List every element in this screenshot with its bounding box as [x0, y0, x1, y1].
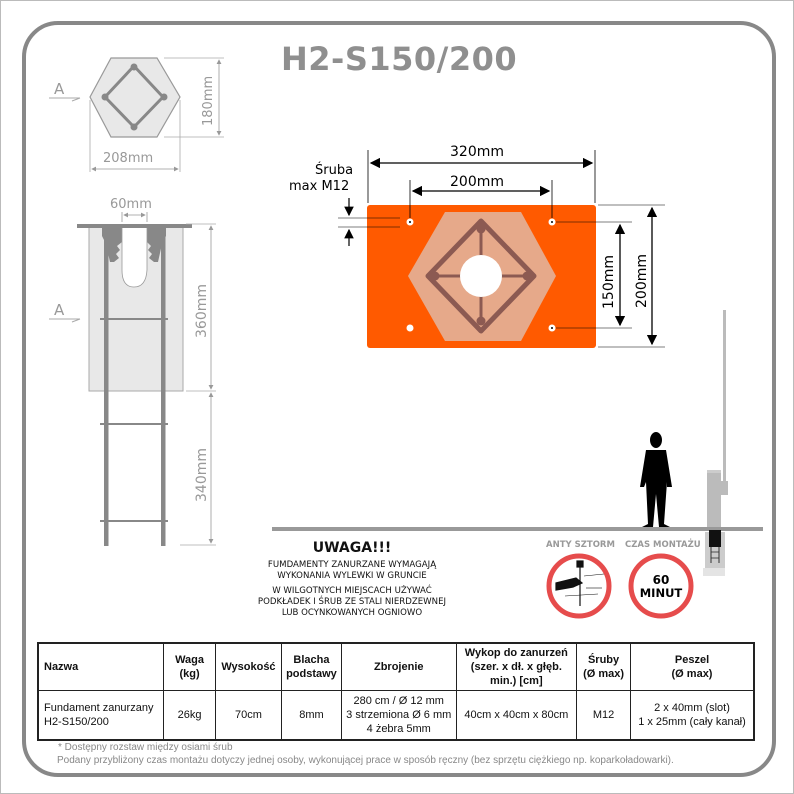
rounded-frame	[22, 21, 776, 777]
warning-line: LUB OCYNKOWANYCH OGNIOWO	[281, 608, 423, 618]
section-marker-side: A	[54, 301, 65, 319]
czas-montazu-badge	[628, 553, 694, 619]
cell-blacha: 8mm	[280, 690, 342, 741]
storm-lamp-icon	[555, 560, 605, 606]
installation-scene	[272, 310, 763, 576]
badge-label-czas-montazu: CZAS MONTAŻU	[625, 540, 701, 550]
footnote-2: Podany przybliżony czas montażu dotyczy …	[57, 755, 674, 766]
cell-wykop: 40cm x 40cm x 80cm	[455, 690, 578, 741]
cell-wysokosc: 70cm	[214, 690, 282, 741]
col-header-sruby: Śruby(Ø max)	[576, 642, 631, 691]
warning-box: UWAGA!!! FUMDAMENTY ZANURZANE WYMAGAJĄ W…	[248, 540, 456, 623]
warning-line: WYKONANIA WYLEWKI W GRUNCIE	[277, 571, 427, 581]
pole-icon	[703, 310, 728, 576]
col-header-wykop: Wykop do zanurzeń(szer. x dł. x głęb.min…	[455, 642, 578, 691]
dim-150: 150mm	[601, 255, 617, 309]
anty-sztorm-badge	[546, 553, 612, 619]
col-header-nazwa: Nazwa	[37, 642, 165, 691]
col-header-waga: Waga(kg)	[163, 642, 216, 691]
bolt-label-2: max M12	[289, 179, 349, 194]
base-plate-view	[338, 150, 665, 348]
footnotes: * Dostępny rozstaw między osiami śrub Po…	[57, 741, 674, 767]
side-view	[49, 212, 216, 546]
badge-label-anty-sztorm: ANTY SZTORM	[546, 540, 615, 550]
warning-heading: UWAGA!!!	[312, 540, 392, 556]
cell-waga: 26kg	[163, 690, 216, 741]
dim-200-top: 200mm	[450, 174, 504, 190]
warning-line: FUMDAMENTY ZANURZANE WYMAGAJĄ	[267, 560, 437, 570]
col-header-peszel: Peszel(Ø max)	[630, 642, 755, 691]
col-header-wysokosc: Wysokość	[214, 642, 282, 691]
product-title: H2-S150/200	[281, 40, 518, 78]
warning-line: PODKŁADEK I ŚRUB ZE STALI NIERDZEWNEJ	[257, 597, 447, 607]
person-silhouette-icon	[640, 432, 672, 527]
footnote-1: * Dostępny rozstaw między osiami śrub	[58, 742, 233, 753]
dim-320: 320mm	[450, 144, 504, 160]
bolt-label-1: Śruba	[315, 162, 353, 178]
warning-line: W WILGOTNYCH MIEJSCACH UŻYWAĆ	[272, 586, 432, 596]
badge-60: 60	[653, 573, 670, 587]
top-view	[49, 57, 224, 172]
dim-340: 340mm	[194, 448, 210, 502]
col-header-zbrojenie: Zbrojenie	[340, 642, 457, 691]
dim-60: 60mm	[110, 197, 152, 212]
dim-208: 208mm	[103, 151, 153, 166]
cell-sruby: M12	[576, 690, 631, 741]
section-marker-top: A	[54, 80, 65, 98]
badge-minut: MINUT	[640, 586, 683, 600]
dim-180: 180mm	[201, 76, 216, 126]
dim-200-right: 200mm	[634, 254, 650, 308]
cell-peszel: 2 x 40mm (slot)1 x 25mm (cały kanał)	[630, 690, 755, 741]
dim-360: 360mm	[194, 284, 210, 338]
